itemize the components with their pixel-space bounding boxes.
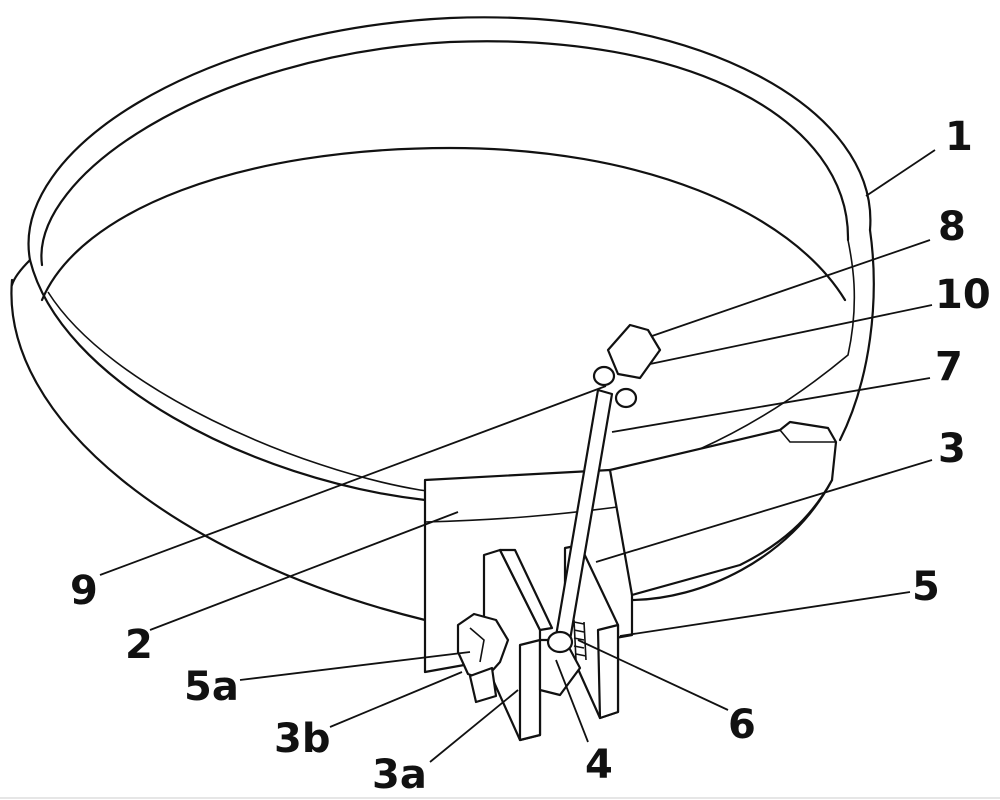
callout-3a: 3a xyxy=(372,752,427,798)
jaw-block-3a xyxy=(482,548,554,742)
leader-6 xyxy=(577,639,729,711)
callout-5: 5 xyxy=(912,564,940,610)
leader-8 xyxy=(651,239,931,337)
leader-10 xyxy=(649,304,933,365)
spring-side xyxy=(573,619,587,661)
callout-3: 3 xyxy=(938,426,966,472)
jaw-3a-side xyxy=(498,548,554,632)
jaw-3a-front xyxy=(518,638,542,742)
callout-10: 10 xyxy=(935,272,991,318)
callout-1: 1 xyxy=(945,114,973,160)
pin-10 xyxy=(592,365,616,387)
leader-9 xyxy=(99,385,607,576)
ring-left-wall xyxy=(10,258,32,287)
ring-bottom-edge xyxy=(10,278,427,622)
callout-3b: 3b xyxy=(274,716,330,762)
spring-coils xyxy=(573,621,587,657)
leader-2 xyxy=(149,511,459,631)
clamp-tongue xyxy=(608,420,838,597)
leader-5 xyxy=(619,591,911,637)
ring-inner-edge xyxy=(40,146,847,302)
callout-5a: 5a xyxy=(184,664,239,710)
leader-3b xyxy=(329,671,463,728)
leader-lines xyxy=(99,149,936,763)
rod-joint xyxy=(546,630,574,654)
leader-5a xyxy=(239,651,471,681)
knob-stem xyxy=(468,666,498,704)
callout-7: 7 xyxy=(935,344,963,390)
leader-4 xyxy=(555,659,589,743)
ring-right-wall xyxy=(838,228,875,442)
ring-outer-rim xyxy=(27,16,872,262)
leader-1 xyxy=(865,149,936,197)
spring-6 xyxy=(573,619,587,661)
ring-inner-rim xyxy=(40,40,850,267)
leader-3a xyxy=(429,689,519,763)
knob-ridge xyxy=(469,627,485,663)
leader-7 xyxy=(611,377,931,433)
callout-8: 8 xyxy=(938,204,966,250)
callout-2: 2 xyxy=(125,622,153,668)
callout-6: 6 xyxy=(728,702,756,748)
plate-curve xyxy=(424,504,633,523)
tongue-body xyxy=(608,420,838,597)
adjust-knob-3b xyxy=(456,612,510,704)
rod-7 xyxy=(546,388,614,654)
tongue-edge xyxy=(779,429,836,443)
leader-3 xyxy=(595,459,933,563)
roller-9 xyxy=(614,387,638,409)
lever-head-8 xyxy=(592,323,662,409)
ring-band xyxy=(10,16,875,622)
lever-head-body xyxy=(606,323,662,380)
callout-labels: 1 8 10 7 3 5 6 4 3a 3b 5a 2 9 xyxy=(70,114,991,798)
callout-4: 4 xyxy=(585,742,613,788)
jaw-right-front xyxy=(596,623,620,720)
ring-upper-band-line xyxy=(28,258,427,502)
callout-9: 9 xyxy=(70,568,98,614)
